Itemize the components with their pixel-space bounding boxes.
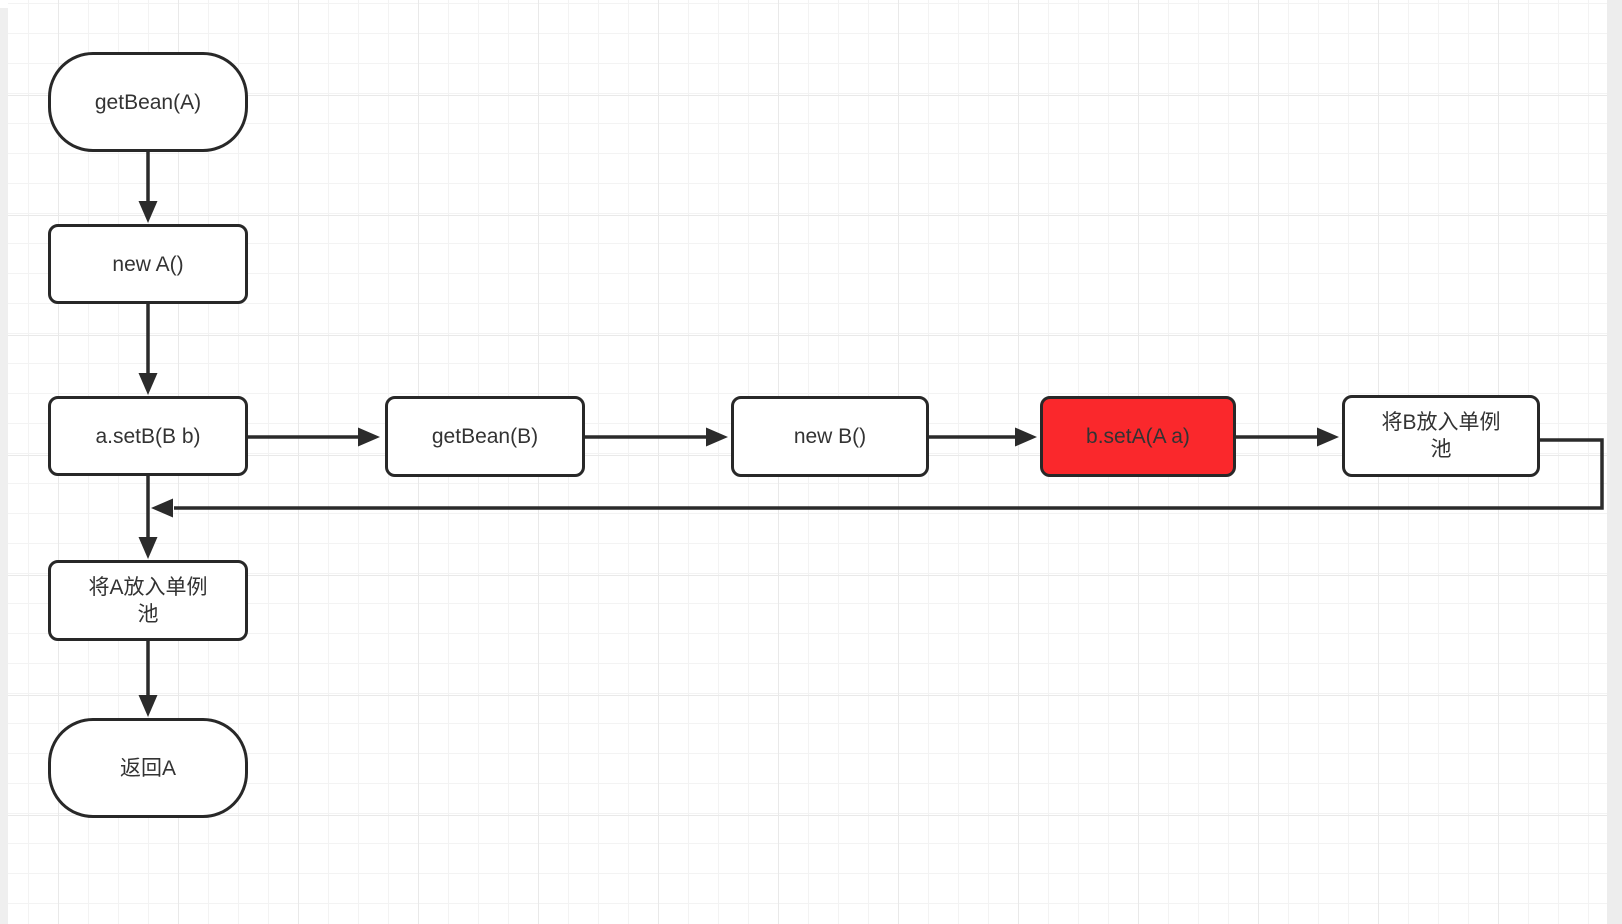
node-return-a-label: 返回A: [119, 756, 176, 780]
edge-put-b-pool-loopback[interactable]: [151, 438, 1604, 518]
node-put-b-pool[interactable]: 将B放入单例池: [1342, 395, 1540, 477]
node-a-setb-label: a.setB(B b): [95, 424, 201, 448]
node-new-b[interactable]: new B(): [731, 396, 929, 477]
edge-a-setb-to-getbean-b[interactable]: [248, 427, 380, 447]
edge-getbean-a-to-new-a[interactable]: [138, 152, 158, 223]
node-a-setb[interactable]: a.setB(B b): [48, 396, 248, 476]
edge-a-setb-to-put-a-pool[interactable]: [138, 476, 158, 559]
node-put-a-pool-label: 将A放入单例池: [88, 575, 208, 626]
node-return-a[interactable]: 返回A: [48, 718, 248, 818]
node-getbean-a-label: getBean(A): [94, 90, 202, 114]
edge-b-seta-to-put-b-pool[interactable]: [1236, 427, 1339, 447]
edge-new-a-to-a-setb[interactable]: [138, 304, 158, 395]
edge-put-a-pool-to-return-a[interactable]: [138, 640, 158, 717]
node-new-a[interactable]: new A(): [48, 224, 248, 304]
node-getbean-b[interactable]: getBean(B): [385, 396, 585, 477]
node-getbean-b-label: getBean(B): [431, 425, 539, 448]
edge-new-b-to-b-seta[interactable]: [929, 427, 1037, 447]
node-b-seta[interactable]: b.setA(A a): [1040, 396, 1236, 477]
node-getbean-a[interactable]: getBean(A): [48, 52, 248, 152]
canvas-corner: [0, 0, 8, 8]
node-new-a-label: new A(): [112, 252, 184, 276]
edge-getbean-b-to-new-b[interactable]: [585, 427, 728, 447]
node-put-a-pool[interactable]: 将A放入单例池: [48, 560, 248, 641]
canvas-left-edge: [0, 8, 8, 924]
node-put-b-pool-label: 将B放入单例池: [1381, 411, 1501, 461]
canvas-right-edge: [1607, 0, 1622, 924]
node-new-b-label: new B(): [793, 425, 867, 448]
node-b-seta-label: b.setA(A a): [1086, 425, 1190, 448]
